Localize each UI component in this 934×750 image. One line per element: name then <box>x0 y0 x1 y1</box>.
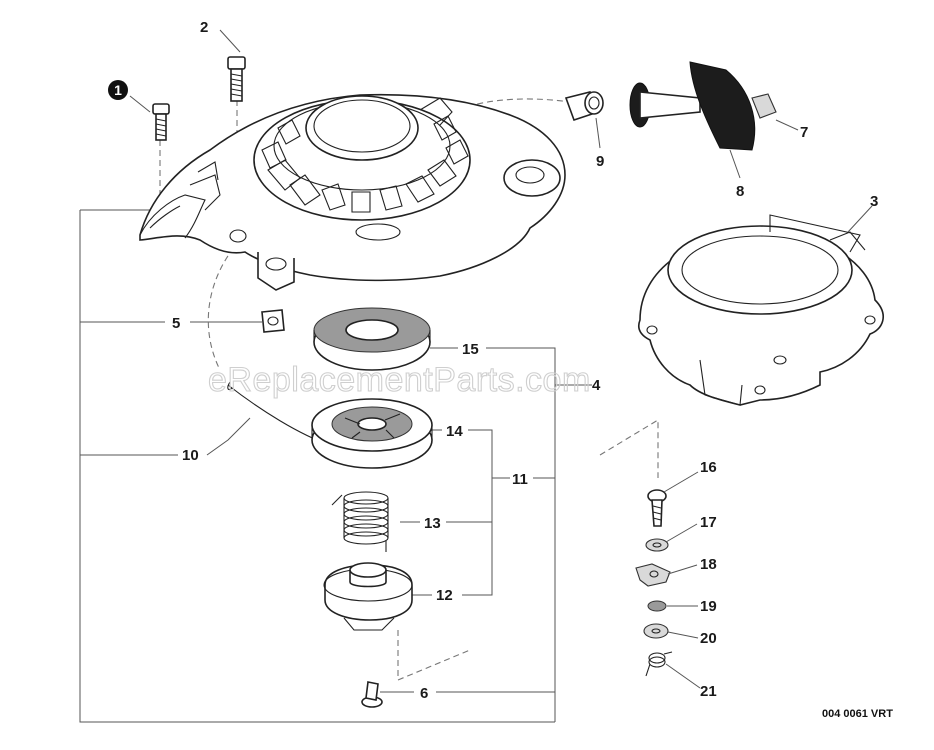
watermark-text: eReplacementParts.com <box>208 361 591 399</box>
callout-13: 13 <box>424 515 441 532</box>
washer-part-20 <box>643 623 669 639</box>
callout-1-label: 1 <box>114 82 122 98</box>
recoil-spring-part-15 <box>313 307 431 371</box>
pawl-part-18 <box>635 563 671 587</box>
washer-part-17 <box>645 538 669 552</box>
housing-part-3 <box>637 214 884 406</box>
right-leaders <box>129 29 873 689</box>
callout-6: 6 <box>420 685 428 702</box>
starter-housing <box>139 93 566 291</box>
ratchet-hub-part-12 <box>323 562 413 631</box>
callout-9: 9 <box>596 153 604 170</box>
clip-part-7 <box>751 93 777 119</box>
callout-3: 3 <box>870 193 878 210</box>
screw-part-6 <box>361 681 383 708</box>
starter-handle-part-8 <box>629 61 756 151</box>
callout-15: 15 <box>462 341 479 358</box>
callout-2: 2 <box>200 19 208 36</box>
callout-16: 16 <box>700 459 717 476</box>
spring-part-13 <box>331 491 389 552</box>
callout-21: 21 <box>700 683 717 700</box>
callout-8: 8 <box>736 183 744 200</box>
callout-11: 11 <box>512 471 528 488</box>
screw-part-16 <box>647 489 667 527</box>
nut-part-5 <box>261 309 285 333</box>
bolt-part-2 <box>227 56 246 102</box>
callout-20: 20 <box>700 630 717 647</box>
callout-14: 14 <box>446 423 463 440</box>
callout-19: 19 <box>700 598 717 615</box>
pulley-part-14 <box>311 398 433 469</box>
bushing-part-9 <box>564 91 604 122</box>
callout-18: 18 <box>700 556 717 573</box>
drawing-code: 004 0061 VRT <box>822 708 893 720</box>
callout-10: 10 <box>182 447 199 464</box>
callout-4: 4 <box>592 377 601 394</box>
bolt-part-1 <box>152 103 170 141</box>
callout-12: 12 <box>436 587 453 604</box>
spring-part-21 <box>645 651 673 677</box>
callout-1: 1 <box>108 80 128 100</box>
washer-part-19 <box>647 600 667 612</box>
callout-5: 5 <box>172 315 180 332</box>
callout-7: 7 <box>800 124 808 141</box>
callout-17: 17 <box>700 514 717 531</box>
assembly-bracket-lines <box>79 209 592 723</box>
